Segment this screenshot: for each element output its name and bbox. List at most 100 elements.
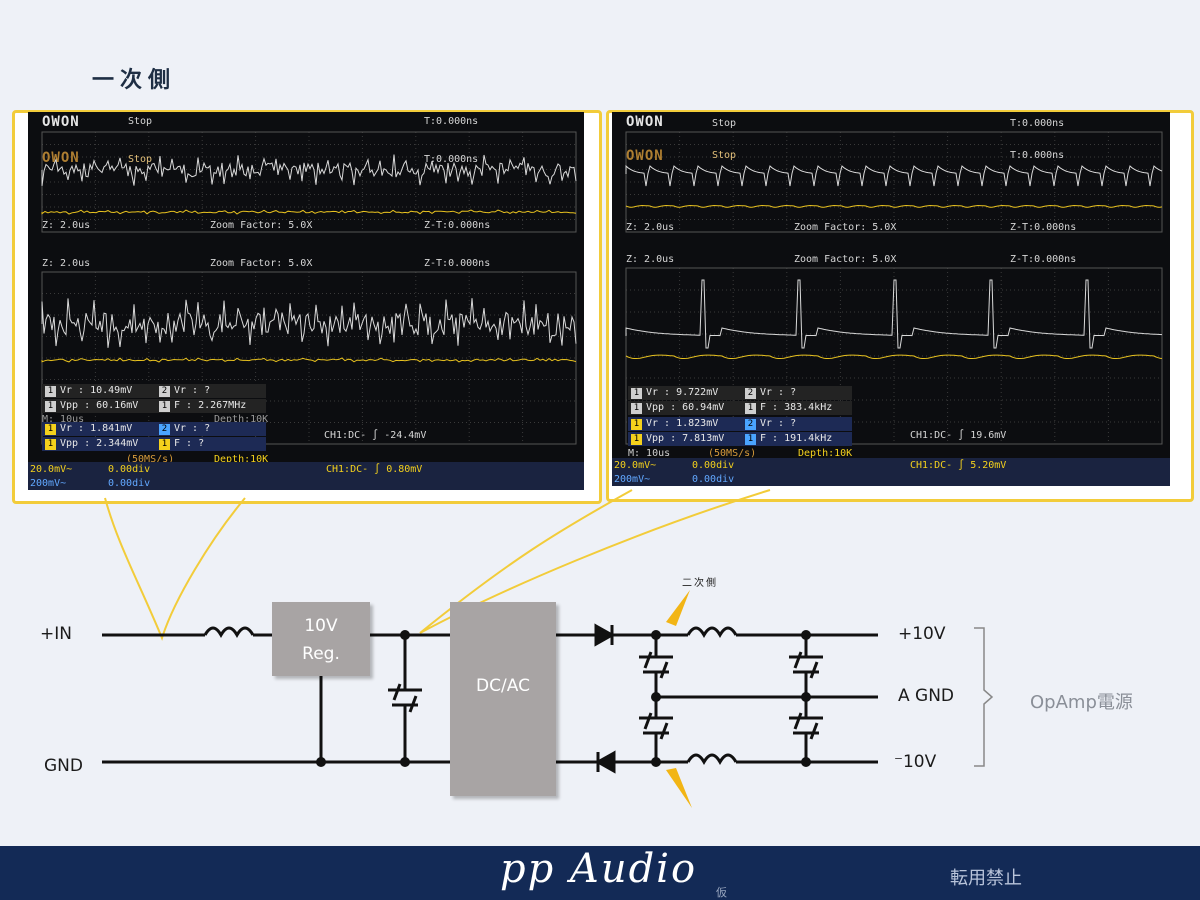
scope-depth: Depth:10K [798, 448, 853, 459]
scope-zoom-time-2: Z: 2.0us [626, 254, 675, 265]
brand-logo: pp Audio [500, 846, 698, 892]
junction-dot [651, 692, 661, 702]
scope-timebase: M: 10us [628, 448, 671, 459]
trace-ch1-overview [41, 209, 577, 215]
junction-dot [651, 757, 661, 767]
diode-plus [594, 623, 616, 647]
scope-brand-ghost: OWON [626, 148, 664, 164]
scope-brand-ghost: OWON [42, 150, 80, 166]
scope-trig-time-ghost: T:0.000ns [1010, 150, 1065, 161]
trace-ch1-overview [625, 204, 1163, 208]
scope-zoom-factor: Zoom Factor: 5.0X [794, 222, 897, 233]
scope-trig-time: T:0.000ns [1010, 118, 1065, 129]
scope-trigger-inner: CH1:DC- ∫ 19.6mV [910, 430, 1007, 441]
diode-minus [594, 750, 616, 774]
junction-dot [801, 630, 811, 640]
scope-graticule [625, 131, 1163, 233]
scope-zoom-factor-2: Zoom Factor: 5.0X [794, 254, 897, 265]
regulator-block: 10V Reg. [272, 602, 370, 676]
scope-sample: (50MS/s) [708, 448, 757, 459]
regulator-label-2: Reg. [302, 644, 340, 664]
dcac-label: DC/AC [476, 676, 530, 696]
scope-zt-2: Z-T:0.000ns [424, 258, 491, 269]
label-secondary: 二次側 [682, 578, 718, 589]
label-opamp-supply: OpAmp電源 [1030, 692, 1133, 713]
scope-status-ghost: Stop [712, 150, 737, 161]
scope-trigger: CH1:DC- ∫ 0.80mV [326, 464, 423, 475]
scope-trig-time-ghost: T:0.000ns [424, 154, 479, 165]
junction-dot [400, 630, 410, 640]
inductor-plus [686, 626, 738, 639]
capacitor-plus-1 [639, 651, 673, 679]
scope-trig-time: T:0.000ns [424, 116, 479, 127]
ch1-offset: 0.00div [692, 460, 735, 471]
scope-bottom-bar-left: 20.0mV~ 0.00div CH1:DC- ∫ 0.80mV 200mV~ … [28, 462, 584, 490]
scope-zt-2: Z-T:0.000ns [1010, 254, 1077, 265]
scope-screen-left: OWON Stop T:0.000ns OWON Stop T:0.000ns … [28, 112, 584, 490]
trace-ch2-overview [625, 164, 1163, 187]
label-gnd: GND [44, 756, 83, 776]
label-no-reuse: 転用禁止 [950, 868, 1022, 889]
inductor-input [203, 626, 255, 639]
trace-ch2-zoom [41, 298, 577, 348]
trace-ch2-zoom [625, 279, 1163, 349]
scope-graticule [41, 271, 577, 445]
capacitor-input [388, 683, 422, 713]
scope-zoom-time: Z: 2.0us [42, 220, 91, 231]
scope-status: Stop [128, 116, 153, 127]
callout-right [419, 489, 771, 634]
scope-depth: Depth:10K [214, 454, 269, 465]
capacitor-minus-1 [639, 712, 673, 740]
label-in-plus: +IN [40, 624, 72, 644]
scope-zoom-time-2: Z: 2.0us [42, 258, 91, 269]
callout-left [104, 497, 246, 641]
output-brace [974, 627, 994, 767]
scope-zoom-time: Z: 2.0us [626, 222, 675, 233]
ch2-offset: 0.00div [108, 478, 151, 489]
scope-brand: OWON [626, 114, 664, 130]
ch1-offset: 0.00div [108, 464, 151, 475]
capacitor-minus-2 [789, 712, 823, 740]
ch2-scale: 200mV~ [30, 478, 67, 489]
label-out-gnd: A GND [898, 686, 955, 706]
label-out-plus: +10V [898, 624, 946, 644]
footer-bar [0, 846, 1200, 900]
junction-dot [651, 630, 661, 640]
junction-dot [316, 757, 326, 767]
ch2-scale: 200mV~ [614, 474, 651, 485]
scope-sample: (50MS/s) [126, 454, 175, 465]
scope-bottom-bar-right: 20.0mV~ 0.00div CH1:DC- ∫ 5.20mV 200mV~ … [612, 458, 1170, 486]
capacitor-plus-2 [789, 651, 823, 679]
junction-dot [801, 692, 811, 702]
trace-ch1-zoom [41, 357, 577, 363]
scope-zoom-factor: Zoom Factor: 5.0X [210, 220, 313, 231]
label-provisional: 仮 [716, 886, 727, 899]
scope-timebase: M: 10us [42, 414, 85, 425]
dcac-block: DC/AC [450, 602, 556, 796]
secondary-marker-bottom [666, 768, 692, 808]
scope-status: Stop [712, 118, 737, 129]
scope-waveform-right [625, 131, 1163, 445]
scope-brand: OWON [42, 114, 80, 130]
scope-depth-faint: Depth:10K [214, 414, 269, 425]
scope-status-ghost: Stop [128, 154, 153, 165]
scope-zt: Z-T:0.000ns [424, 220, 491, 231]
scope-zoom-factor-2: Zoom Factor: 5.0X [210, 258, 313, 269]
scope-screen-right: OWON Stop T:0.000ns OWON Stop T:0.000ns … [612, 112, 1170, 486]
scope-trigger: CH1:DC- ∫ 5.20mV [910, 460, 1007, 471]
